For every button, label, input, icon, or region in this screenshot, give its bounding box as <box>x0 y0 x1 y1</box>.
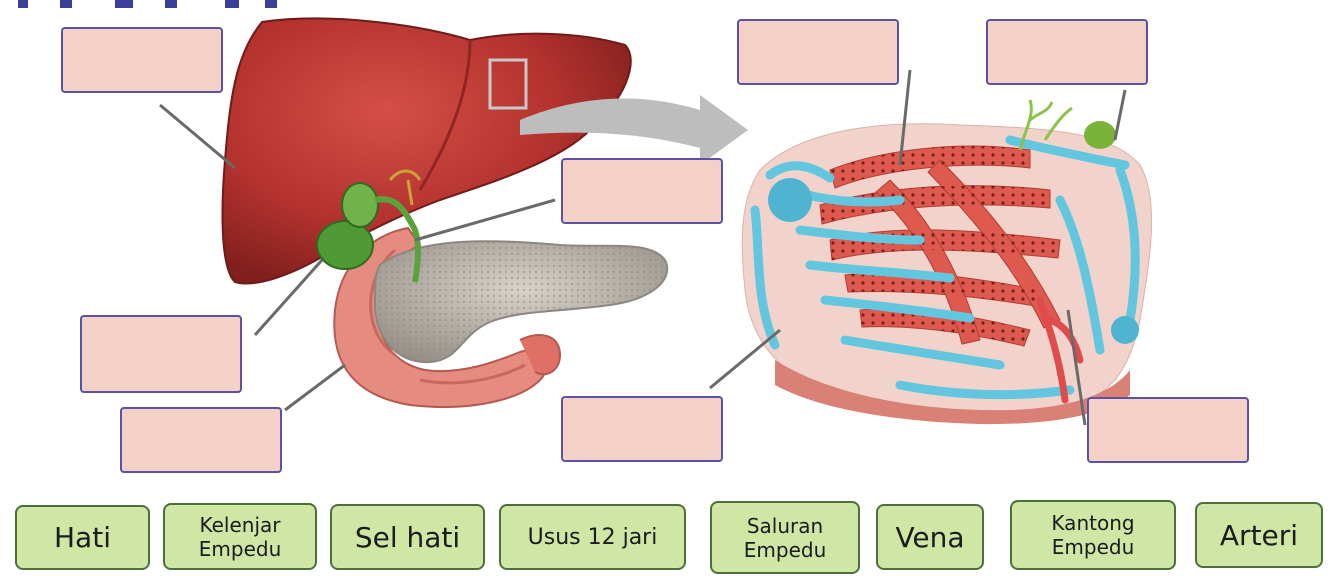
drop-zone-duodenum[interactable] <box>120 407 282 473</box>
top-decor <box>18 0 277 8</box>
tile-arteri[interactable]: Arteri <box>1195 502 1323 568</box>
tile-sel-hati[interactable]: Sel hati <box>330 504 485 570</box>
drop-zone-bile-ductule[interactable] <box>986 19 1148 85</box>
drop-zone-bile-duct[interactable] <box>561 158 723 224</box>
liver-shape <box>222 18 630 283</box>
drop-zone-vein[interactable] <box>561 396 723 462</box>
drop-zone-gallbladder[interactable] <box>80 315 242 393</box>
drop-zone-liver-cells[interactable] <box>737 19 899 85</box>
tile-hati[interactable]: Hati <box>15 505 150 570</box>
drop-zone-artery[interactable] <box>1087 397 1249 463</box>
tile-kelenjar-empedu[interactable]: Kelenjar Empedu <box>163 503 317 570</box>
liver-lobule-illustration <box>742 100 1151 424</box>
tile-saluran-empedu[interactable]: Saluran Empedu <box>710 501 860 574</box>
tile-kantong-empedu[interactable]: Kantong Empedu <box>1010 500 1176 570</box>
drop-zone-liver[interactable] <box>61 27 223 93</box>
tile-vena[interactable]: Vena <box>876 504 984 570</box>
tile-usus-12-jari[interactable]: Usus 12 jari <box>499 504 686 570</box>
